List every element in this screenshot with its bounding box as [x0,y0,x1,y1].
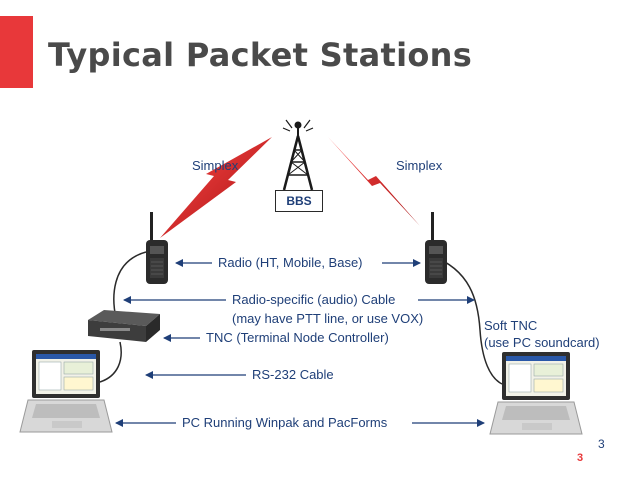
lightning-bolt-icon [328,137,420,226]
laptop-icon [19,350,113,433]
page-number: 3 [598,437,605,451]
bbs-label: BBS [275,190,323,212]
audio-cable-label-line1: Radio-specific (audio) Cable [232,292,396,307]
soft-tnc-label-line1: Soft TNC [484,318,538,333]
rs232-label: RS-232 Cable [252,367,334,382]
radio-label: Radio (HT, Mobile, Base) [218,255,363,270]
soft-tnc-label-line2: (use PC soundcard) [484,335,600,350]
lightning-bolt-icon [160,137,272,238]
serial-cable-left [99,341,122,383]
simplex-right-label: Simplex [396,158,443,173]
page-number-small: 3 [577,452,584,464]
audio-cable-left [113,251,147,319]
arrow-icon [115,259,485,427]
tnc-box-icon [88,310,160,342]
tnc-label: TNC (Terminal Node Controller) [206,330,389,345]
simplex-left-label: Simplex [192,158,239,173]
audio-cable-right [431,255,503,385]
audio-cable-label-line2: (may have PTT line, or use VOX) [232,311,424,326]
handheld-radio-icon [425,212,447,284]
pc-label: PC Running Winpak and PacForms [182,415,388,430]
laptop-icon [489,352,583,435]
handheld-radio-icon [146,212,168,284]
slide-title: Typical Packet Stations [48,36,473,74]
title-accent-bar [0,16,33,88]
tower-icon [282,119,314,191]
